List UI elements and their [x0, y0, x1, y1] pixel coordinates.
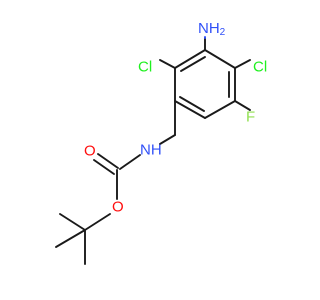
bond-ring-d-inner [179, 96, 205, 112]
bond-ring-f [174, 49, 206, 69]
bond-ch2-n [159, 134, 176, 145]
bond-carbonyl-double-1 [97, 153, 119, 169]
bond-tbu-top [59, 213, 86, 231]
amine-n-symbol: NH [198, 20, 220, 37]
bond-c-cl-right [234, 59, 251, 69]
bond-ester-o-quaternary-c [84, 213, 111, 231]
amine-label: NH2 [198, 20, 226, 38]
chlorine-right-label: Cl [253, 59, 267, 76]
bond-ring-f-inner [180, 56, 206, 72]
fluorine-label: F [246, 109, 255, 126]
ester-oxygen-label: O [112, 199, 124, 216]
chlorine-left-label: Cl [138, 59, 152, 76]
molecule-diagram: NH2 Cl Cl F NH O O [55, 20, 267, 265]
bond-ring-d [174, 100, 206, 119]
bond-c-f [234, 100, 251, 111]
carbamate-nh-label: NH [140, 142, 162, 159]
bond-carbonyl-double-2 [93, 159, 115, 175]
bond-ring-a [204, 49, 236, 69]
substituent-bonds [55, 36, 251, 265]
carbonyl-oxygen-label: O [84, 143, 96, 160]
bond-c-cl-left [159, 59, 176, 69]
bond-n-carbonyl-c [119, 154, 141, 170]
bond-ring-c [204, 100, 236, 119]
bond-tbu-left [55, 229, 86, 248]
amine-h-subscript: 2 [220, 27, 226, 38]
benzene-ring [174, 49, 236, 119]
